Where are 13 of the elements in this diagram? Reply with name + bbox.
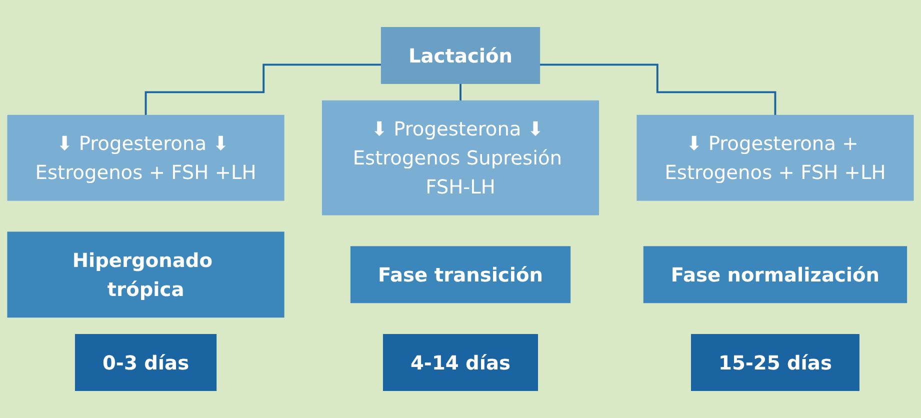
node-box: Lactación	[380, 27, 540, 84]
node-box: ⬇ Progesterona ⬇ Estrogenos Supresión FSH-LH	[322, 100, 600, 216]
node-box: Fase normalización	[643, 246, 908, 304]
node-box: 4-14 días	[382, 334, 538, 391]
node-box: 0-3 días	[74, 334, 217, 391]
node-box: Hipergonado trópica	[7, 232, 284, 318]
connector	[460, 82, 462, 102]
node-box: ⬇ Progesterona + Estrogenos + FSH +LH	[636, 114, 914, 201]
node-box: Fase transición	[350, 246, 571, 304]
connector	[144, 64, 382, 116]
node-box: 15-25 días	[691, 334, 860, 391]
connector	[540, 64, 776, 116]
node-box: ⬇ Progesterona ⬇ Estrogenos + FSH +LH	[7, 114, 284, 201]
